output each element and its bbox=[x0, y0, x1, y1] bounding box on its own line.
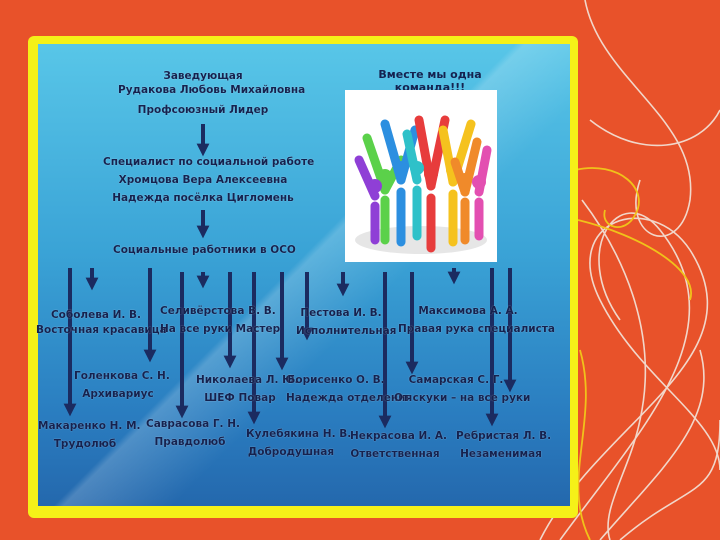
worker-tag: Исполнительная bbox=[296, 325, 397, 337]
specialist-tag: Надежда посёлка Цигломень bbox=[112, 192, 294, 204]
worker-name: Николаева Л. Ю. bbox=[196, 374, 299, 386]
head-role: Заведующая bbox=[163, 70, 243, 82]
worker-tag: Надежда отделения bbox=[286, 392, 413, 404]
worker-name: Некрасова И. А. bbox=[350, 430, 448, 442]
head-tag: Профсоюзный Лидер bbox=[137, 104, 269, 116]
worker-tag: На все руки Мастер bbox=[160, 323, 281, 335]
worker-tag: Правдолюб bbox=[154, 436, 226, 448]
worker-tag: Добродушная bbox=[247, 446, 335, 458]
worker-tag: От скуки – на все руки bbox=[394, 392, 531, 404]
worker-name: Соболева И. В. bbox=[50, 309, 142, 321]
specialist-role: Специалист по социальной работе bbox=[103, 156, 315, 168]
worker-name: Максимова А. А. bbox=[418, 305, 518, 317]
worker-tag: Трудолюб bbox=[53, 438, 117, 450]
worker-tag: Правая рука специалиста bbox=[398, 323, 556, 335]
worker-tag: Восточная красавица bbox=[36, 324, 167, 336]
workers-title: Социальные работники в ОСО bbox=[113, 244, 296, 256]
worker-name: Самарская С. Г. bbox=[408, 374, 504, 386]
worker-tag: ШЕФ Повар bbox=[204, 392, 276, 404]
head-name: Рудакова Любовь Михайловна bbox=[118, 84, 306, 96]
team-people-icon bbox=[354, 115, 492, 254]
worker-name: Ребристая Л. В. bbox=[456, 430, 552, 442]
worker-tag: Архивариус bbox=[82, 388, 154, 400]
worker-name: Пестова И. В. bbox=[300, 307, 382, 319]
worker-name: Селивёрстова В. В. bbox=[160, 305, 276, 317]
worker-name: Голенкова С. Н. bbox=[74, 370, 170, 382]
specialist-name: Хромцова Вера Алексеевна bbox=[118, 174, 288, 186]
worker-name: Борисенко О. В. bbox=[287, 374, 385, 386]
worker-tag: Ответственная bbox=[350, 448, 440, 460]
worker-name: Саврасова Г. Н. bbox=[146, 418, 240, 430]
worker-name: Кулебякина Н. В. bbox=[246, 428, 352, 440]
worker-tag: Незаменимая bbox=[460, 448, 542, 460]
worker-name: Макаренко Н. М. bbox=[38, 420, 141, 432]
team-image bbox=[345, 90, 497, 262]
